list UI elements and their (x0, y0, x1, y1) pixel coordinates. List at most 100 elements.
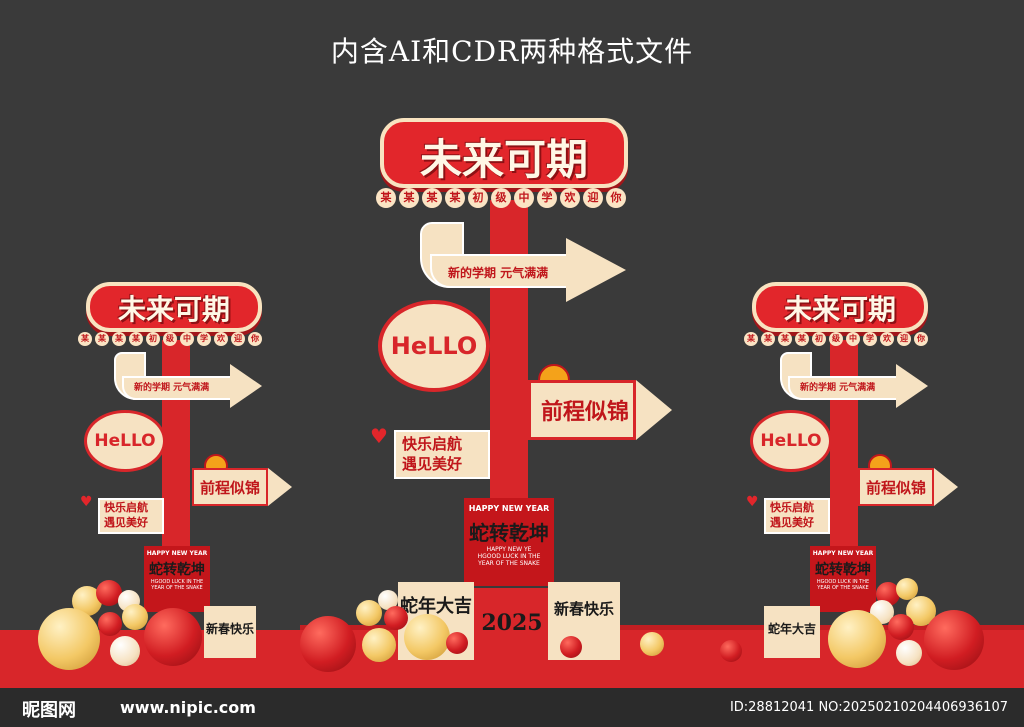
left-arrow-head (230, 364, 262, 408)
center-box-2025: 2025 (474, 588, 550, 660)
left-qiancheng-sign: 前程似锦 (192, 468, 268, 506)
subtitle-char: 某 (376, 188, 396, 208)
poster-year-snake: YEAR OF THE SNAKE (478, 560, 540, 567)
balloon (378, 590, 398, 610)
balloon (896, 640, 922, 666)
watermark-url: www.nipic.com (120, 698, 256, 717)
subtitle-char: 某 (445, 188, 465, 208)
subtitle-char: 中 (180, 332, 194, 346)
subtitle-char: 中 (846, 332, 860, 346)
poster-year-snake: YEAR OF THE SNAKE (151, 585, 203, 591)
balloon (924, 610, 984, 670)
watermark-bar: 昵图网 www.nipic.com ID:28812041 NO:2025021… (0, 688, 1024, 727)
balloon (896, 578, 918, 600)
subtitle-char: 迎 (897, 332, 911, 346)
left-poster: HAPPY NEW YEAR 蛇转乾坤 HGOOD LUCK IN THE YE… (144, 546, 210, 612)
poster-snake-script: 蛇转乾坤 (469, 521, 549, 545)
center-box-xinchun: 新春快乐 (548, 582, 620, 660)
left-hello-badge: HeLLO (84, 410, 166, 472)
left-sign-header: 未来可期 (86, 282, 262, 332)
yujian-text: 遇见美好 (402, 455, 463, 474)
left-box-xinchun: 新春快乐 (204, 606, 256, 658)
right-box-daji: 蛇年大吉 (764, 606, 820, 658)
center-sign-subtitle: 某 某 某 某 初 级 中 学 欢 迎 你 (368, 188, 634, 208)
subtitle-char: 初 (812, 332, 826, 346)
balloon (404, 614, 450, 660)
yujian-text: 遇见美好 (770, 515, 814, 529)
poster-good-luck: HGOOD LUCK IN THE (150, 579, 204, 585)
subtitle-char: 欢 (880, 332, 894, 346)
center-qiancheng-sign: 前程似锦 (528, 380, 636, 440)
poster-hny: HAPPY NEW YEAR (146, 550, 208, 557)
poster-hny: HAPPY NEW YEAR (468, 504, 550, 513)
subtitle-char: 学 (863, 332, 877, 346)
subtitle-char: 欢 (560, 188, 580, 208)
right-sign-subtitle: 某 某 某 某 初 级 中 学 欢 迎 你 (742, 332, 930, 346)
poster-snake-script: 蛇转乾坤 (815, 562, 871, 578)
center-kuaile-sign: 快乐启航 遇见美好 (394, 430, 490, 479)
poster-good-luck: HGOOD LUCK IN THE (477, 553, 541, 560)
balloon (300, 616, 356, 672)
subtitle-char: 学 (537, 188, 557, 208)
poster-year-snake: YEAR OF THE SNAKE (817, 585, 869, 591)
subtitle-char: 某 (778, 332, 792, 346)
right-kuaile-sign: 快乐启航 遇见美好 (764, 498, 830, 534)
right-poster: HAPPY NEW YEAR 蛇转乾坤 HGOOD LUCK IN THE YE… (810, 546, 876, 612)
right-arrow-head (896, 364, 928, 408)
right-sign-pole (830, 340, 858, 560)
center-sign-pole (490, 200, 528, 510)
right-hello-badge: HeLLO (750, 410, 832, 472)
balloon (828, 610, 886, 668)
subtitle-char: 中 (514, 188, 534, 208)
heart-icon: ♥ (370, 424, 388, 448)
watermark-ids: ID:28812041 NO:20250210204406936107 (729, 700, 1008, 715)
subtitle-char: 你 (914, 332, 928, 346)
subtitle-char: 初 (146, 332, 160, 346)
center-sign-title: 未来可期 (419, 135, 588, 184)
balloon (640, 632, 664, 656)
subtitle-char: 级 (491, 188, 511, 208)
subtitle-char: 某 (761, 332, 775, 346)
poster-good-luck: HGOOD LUCK IN THE (816, 579, 870, 585)
balloon (98, 612, 122, 636)
left-arrow-shaft (122, 376, 236, 400)
balloon (560, 636, 582, 658)
subtitle-char: 某 (95, 332, 109, 346)
heart-icon: ♥ (80, 494, 93, 510)
right-arrow-text: 新的学期 元气满满 (800, 383, 876, 393)
right-qiancheng-arrowhead (934, 468, 958, 506)
balloon (38, 608, 100, 670)
watermark-logo: 昵图网 (22, 700, 76, 721)
poster-hny2: HAPPY NEW YE (486, 546, 532, 553)
heart-icon: ♥ (746, 494, 759, 510)
subtitle-char: 你 (606, 188, 626, 208)
subtitle-char: 某 (78, 332, 92, 346)
subtitle-char: 迎 (583, 188, 603, 208)
subtitle-char: 某 (112, 332, 126, 346)
yujian-text: 遇见美好 (104, 515, 148, 529)
balloon (720, 640, 742, 662)
left-arrow-text: 新的学期 元气满满 (134, 383, 210, 393)
subtitle-char: 某 (422, 188, 442, 208)
subtitle-char: 级 (829, 332, 843, 346)
subtitle-char: 学 (197, 332, 211, 346)
subtitle-char: 级 (163, 332, 177, 346)
center-poster: HAPPY NEW YEAR 蛇转乾坤 HAPPY NEW YE HGOOD L… (464, 498, 554, 586)
left-sign-pole (162, 340, 190, 560)
balloon (356, 600, 382, 626)
center-qiancheng-arrowhead (636, 380, 672, 440)
kuaile-text: 快乐启航 (770, 501, 814, 514)
caption-text: 内含AI和CDR两种格式文件 (330, 35, 694, 68)
left-qiancheng-arrowhead (268, 468, 292, 506)
balloon (110, 636, 140, 666)
right-sign-header: 未来可期 (752, 282, 928, 332)
subtitle-char: 某 (744, 332, 758, 346)
subtitle-char: 你 (248, 332, 262, 346)
balloon (384, 606, 408, 630)
balloon (888, 614, 914, 640)
balloon (362, 628, 396, 662)
left-kuaile-sign: 快乐启航 遇见美好 (98, 498, 164, 534)
kuaile-text: 快乐启航 (402, 435, 463, 453)
kuaile-text: 快乐启航 (104, 501, 148, 514)
balloon (122, 604, 148, 630)
